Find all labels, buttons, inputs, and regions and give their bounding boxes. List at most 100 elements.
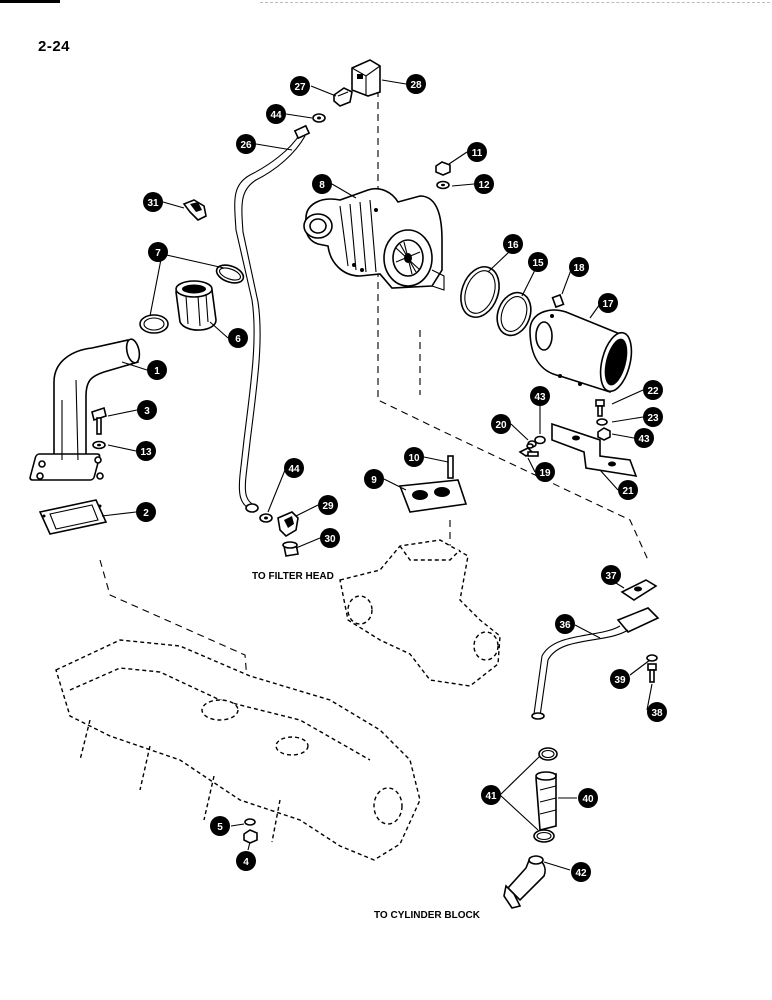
callout-38: 38	[647, 702, 667, 722]
svg-text:39: 39	[614, 675, 626, 686]
svg-text:4: 4	[243, 857, 249, 868]
svg-text:6: 6	[235, 334, 241, 345]
part-44-nut-upper	[312, 113, 326, 123]
part-7-clamp-lower	[139, 314, 169, 334]
svg-text:28: 28	[410, 80, 422, 91]
callout-13: 13	[136, 441, 156, 461]
callout-7: 7	[148, 242, 168, 262]
part-20-washer	[526, 443, 534, 449]
part-19-bolt	[518, 447, 539, 457]
callout-29: 29	[318, 495, 338, 515]
assembly-lines	[99, 90, 649, 681]
callout-26: 26	[236, 134, 256, 154]
part-16-ring	[460, 266, 500, 318]
svg-text:27: 27	[294, 82, 306, 93]
part-22-bolt	[595, 399, 605, 417]
svg-text:9: 9	[371, 475, 377, 486]
callout-43-right: 43	[634, 428, 654, 448]
svg-text:15: 15	[532, 258, 544, 269]
callout-37: 37	[601, 565, 621, 585]
part-29-elbow	[277, 511, 299, 538]
callout-27: 27	[290, 76, 310, 96]
part-3-bolt	[91, 406, 107, 435]
part-8-turbocharger	[303, 187, 445, 291]
part-1-elbow-pipe	[29, 338, 141, 481]
part-11-nut	[435, 161, 451, 176]
callout-40: 40	[578, 788, 598, 808]
svg-text:44: 44	[270, 110, 282, 121]
part-42-bent-tube	[503, 855, 546, 909]
callout-5: 5	[210, 816, 230, 836]
svg-text:40: 40	[582, 794, 594, 805]
callout-10: 10	[404, 447, 424, 467]
svg-text:30: 30	[324, 534, 336, 545]
svg-text:36: 36	[559, 620, 571, 631]
part-21-bracket	[551, 422, 638, 478]
part-4-nut	[243, 829, 258, 844]
svg-text:31: 31	[147, 198, 159, 209]
part-28-elbow-fitting	[351, 59, 381, 97]
svg-text:5: 5	[217, 822, 223, 833]
svg-text:1: 1	[154, 366, 160, 377]
svg-text:20: 20	[495, 420, 507, 431]
part-26-oil-line	[234, 124, 311, 513]
callout-17: 17	[598, 293, 618, 313]
callout-9: 9	[364, 469, 384, 489]
callout-44-upper: 44	[266, 104, 286, 124]
header-rule	[0, 0, 60, 3]
exhaust-manifold-dashed	[55, 639, 421, 861]
svg-text:44: 44	[288, 464, 300, 475]
part-36-tube	[531, 607, 660, 720]
svg-text:21: 21	[622, 486, 634, 497]
svg-text:43: 43	[534, 392, 546, 403]
part-10-stud	[447, 455, 454, 479]
part-23-washer	[596, 418, 608, 426]
part-2-gasket	[38, 499, 108, 535]
svg-text:2: 2	[143, 508, 149, 519]
svg-text:29: 29	[322, 501, 334, 512]
callout-30: 30	[320, 528, 340, 548]
svg-text:18: 18	[573, 263, 585, 274]
callout-42: 42	[571, 862, 591, 882]
svg-text:41: 41	[485, 791, 497, 802]
header-faint-rule	[260, 2, 770, 4]
part-30-plug	[282, 541, 299, 557]
callout-31: 31	[143, 192, 163, 212]
callout-23: 23	[643, 407, 663, 427]
callout-19: 19	[535, 462, 555, 482]
part-6-hose	[175, 280, 217, 331]
callout-28: 28	[406, 74, 426, 94]
callout-16: 16	[503, 234, 523, 254]
part-12-washer	[436, 180, 450, 190]
part-37-gasket	[620, 579, 658, 601]
svg-text:8: 8	[319, 180, 325, 191]
svg-text:42: 42	[575, 868, 587, 879]
svg-text:23: 23	[647, 413, 659, 424]
callout-20: 20	[491, 414, 511, 434]
part-18-plug	[551, 293, 565, 309]
callout-1: 1	[147, 360, 167, 380]
part-9-gasket	[398, 479, 468, 513]
part-13-washer	[92, 440, 106, 450]
callout-41: 41	[481, 785, 501, 805]
callouts: 28 27 44 26 8 11 12 31 7 6 1 3 13 2 16 1…	[136, 74, 667, 882]
leader-lines	[101, 79, 653, 871]
page-number: 2-24	[38, 38, 71, 55]
svg-text:10: 10	[408, 453, 420, 464]
callout-11: 11	[467, 142, 487, 162]
part-27-adapter	[333, 87, 353, 107]
part-44-nut-lower	[259, 513, 273, 523]
svg-text:19: 19	[539, 468, 551, 479]
svg-text:12: 12	[478, 180, 490, 191]
svg-text:26: 26	[240, 140, 252, 151]
callout-4: 4	[236, 851, 256, 871]
part-41-clamp-lower	[533, 829, 555, 843]
svg-text:43: 43	[638, 434, 650, 445]
svg-text:3: 3	[144, 406, 150, 417]
svg-text:17: 17	[602, 299, 614, 310]
part-38-bolt	[647, 663, 657, 683]
part-5-washer	[244, 818, 256, 826]
svg-text:11: 11	[472, 148, 483, 159]
turbo-mount-manifold-dashed	[339, 539, 501, 687]
